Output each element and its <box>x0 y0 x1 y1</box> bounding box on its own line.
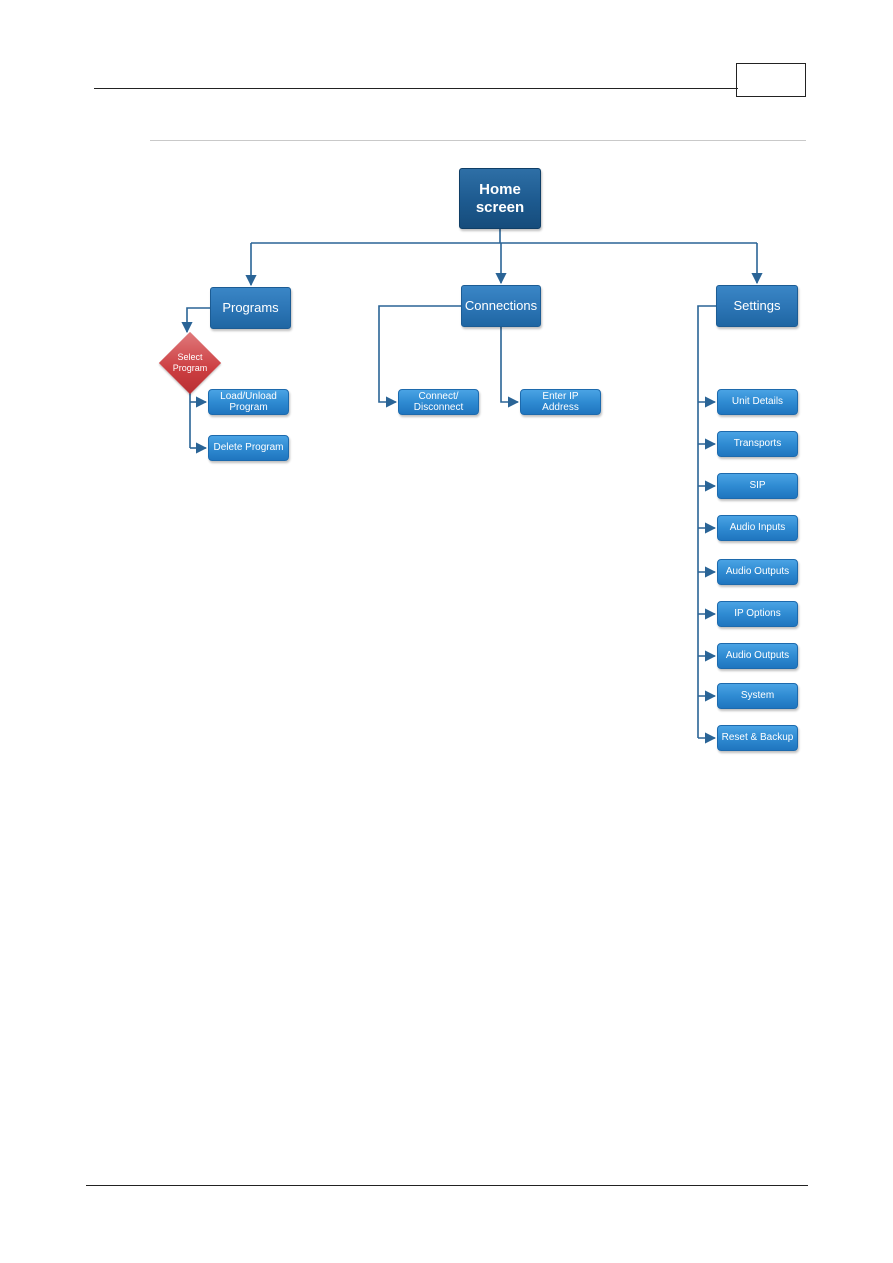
settings-item[interactable]: SIP <box>717 473 798 499</box>
settings-item-label: Transports <box>733 438 782 450</box>
settings-item-label: Audio Inputs <box>729 522 786 534</box>
load-unload-program-node[interactable]: Load/Unload Program <box>208 389 289 415</box>
connector-programs-to-select <box>181 307 210 334</box>
settings-item-label: Reset & Backup <box>721 732 794 744</box>
header-rule <box>94 88 738 89</box>
select-program-label: Select Program <box>172 352 208 373</box>
settings-item[interactable]: Unit Details <box>717 389 798 415</box>
programs-node[interactable]: Programs <box>210 287 291 329</box>
connect-disconnect-label: Connect/ Disconnect <box>413 390 464 414</box>
connections-node[interactable]: Connections <box>461 285 541 327</box>
delete-program-node[interactable]: Delete Program <box>208 435 289 461</box>
settings-item[interactable]: Reset & Backup <box>717 725 798 751</box>
connector-to-enter-ip <box>500 327 520 408</box>
settings-item-label: Audio Outputs <box>725 566 790 578</box>
settings-item[interactable]: Audio Outputs <box>717 559 798 585</box>
enter-ip-address-label: Enter IP Address <box>542 390 579 414</box>
delete-program-label: Delete Program <box>213 442 284 454</box>
settings-item-label: IP Options <box>734 608 781 620</box>
settings-label: Settings <box>733 297 781 313</box>
settings-item[interactable]: IP Options <box>717 601 798 627</box>
settings-item[interactable]: Audio Inputs <box>717 515 798 541</box>
section-rule <box>150 140 806 141</box>
connect-disconnect-node[interactable]: Connect/ Disconnect <box>398 389 479 415</box>
programs-label: Programs <box>222 299 279 315</box>
select-program-decision[interactable]: Select Program <box>158 331 222 395</box>
connector-to-connect-disconnect <box>378 305 461 408</box>
enter-ip-address-node[interactable]: Enter IP Address <box>520 389 601 415</box>
home-screen-label: Home screen <box>475 181 525 216</box>
load-unload-label: Load/Unload Program <box>220 390 277 414</box>
settings-item[interactable]: Transports <box>717 431 798 457</box>
settings-item-label: System <box>740 690 775 702</box>
settings-node[interactable]: Settings <box>716 285 798 327</box>
settings-item-label: SIP <box>749 480 766 492</box>
footer-rule <box>86 1185 808 1186</box>
settings-item-label: Unit Details <box>731 396 784 408</box>
connections-label: Connections <box>464 297 538 313</box>
settings-item[interactable]: Audio Outputs <box>717 643 798 669</box>
settings-item[interactable]: System <box>717 683 798 709</box>
home-screen-node[interactable]: Home screen <box>459 168 541 229</box>
connector-settings-trunk <box>697 305 716 738</box>
settings-item-label: Audio Outputs <box>725 650 790 662</box>
page-number-box <box>736 63 806 97</box>
